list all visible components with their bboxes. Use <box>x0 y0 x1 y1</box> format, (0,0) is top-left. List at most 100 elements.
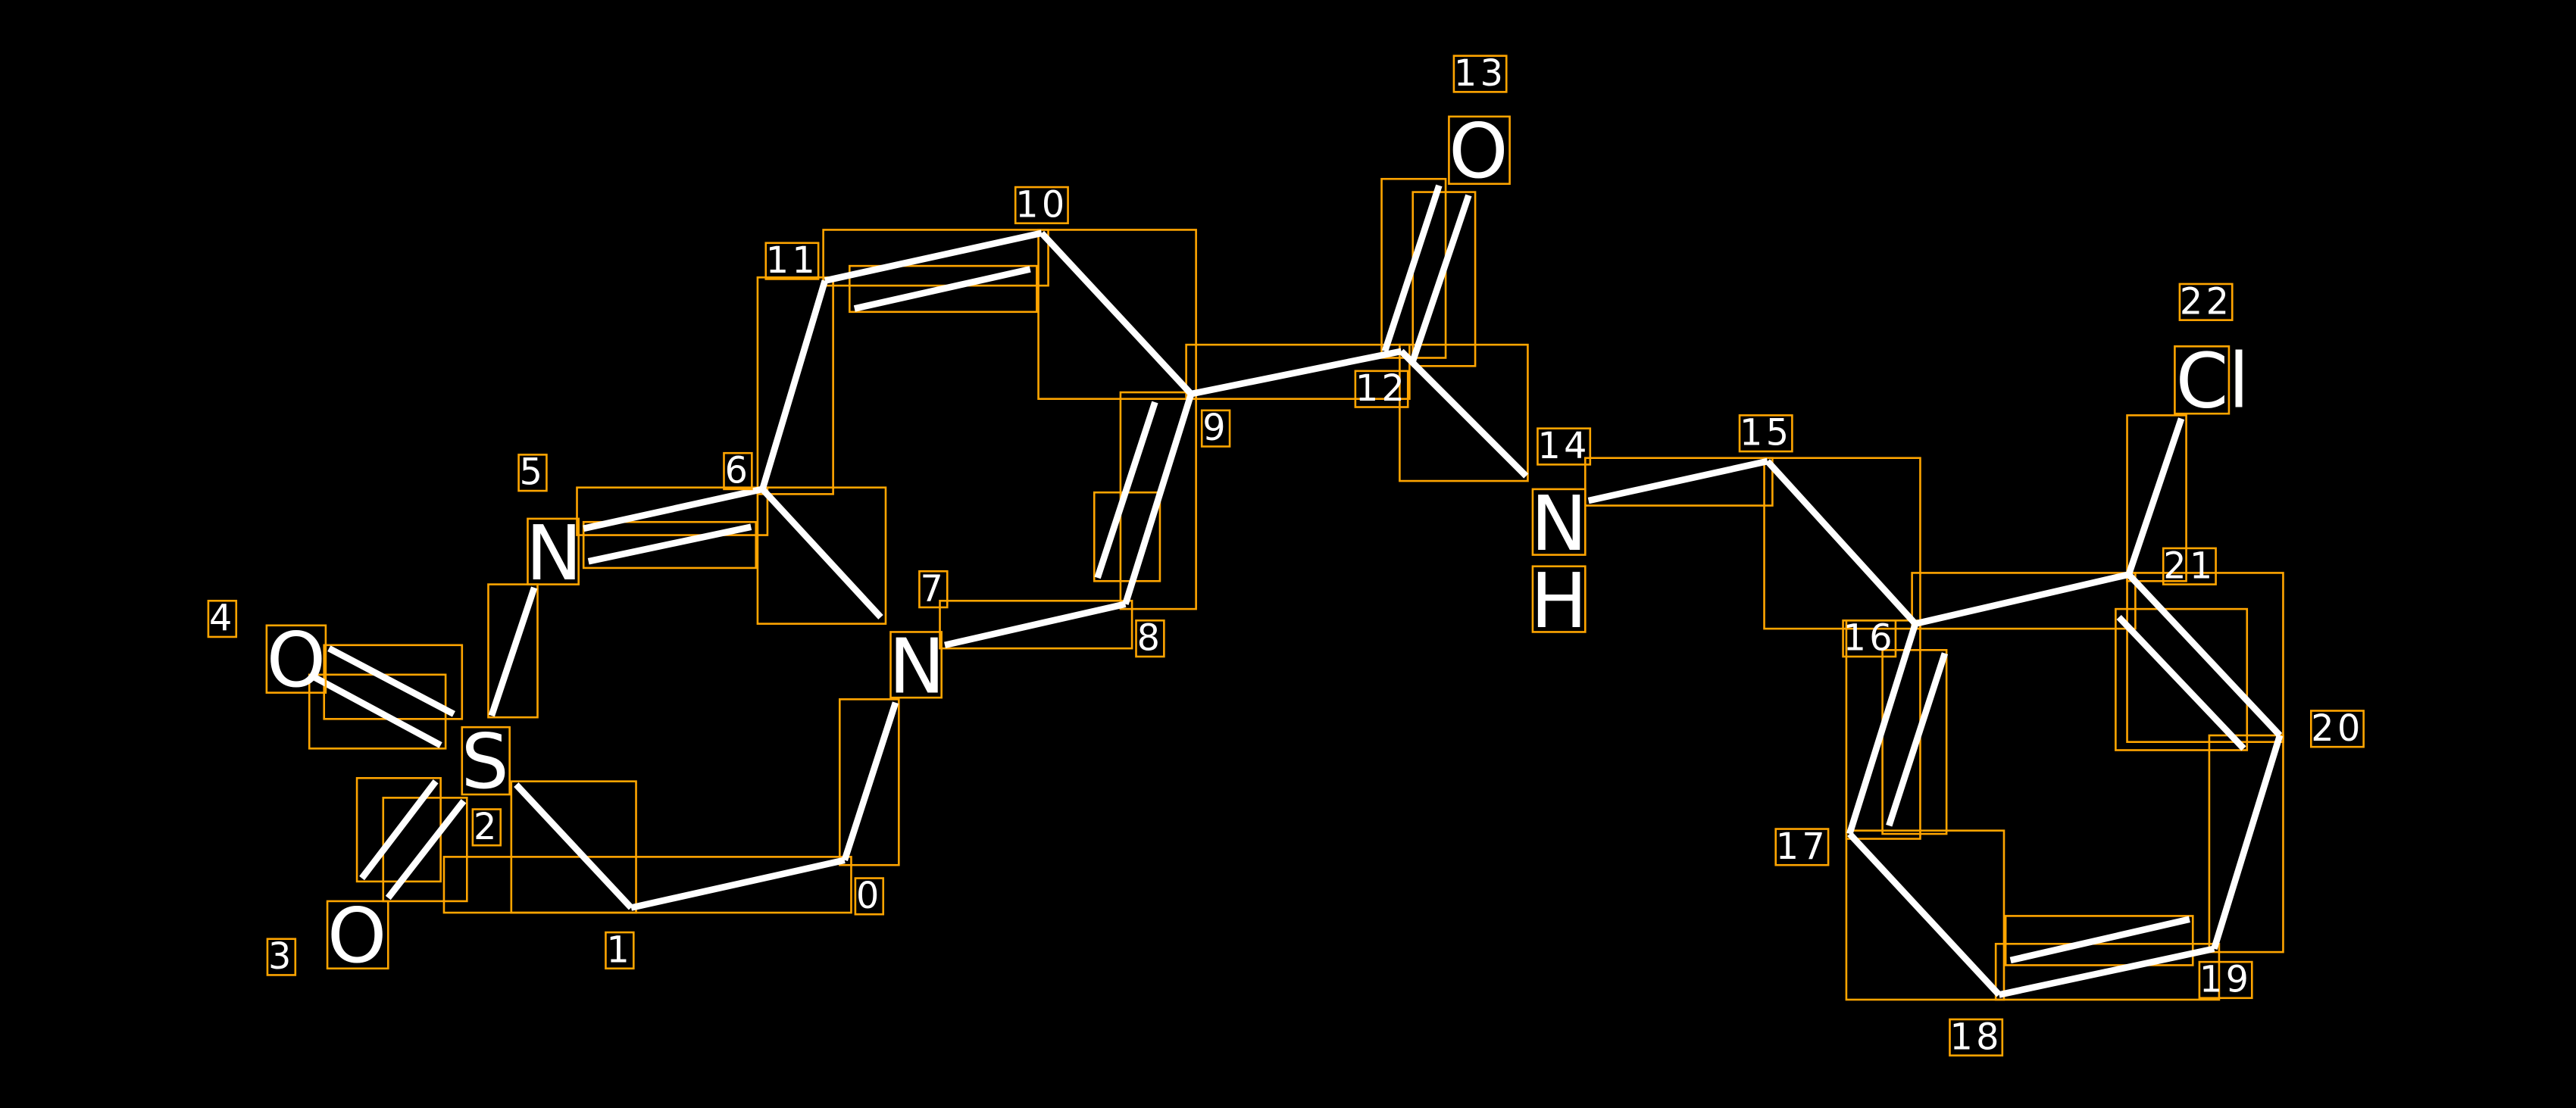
atom-index-box <box>2198 960 2253 1000</box>
atom-index-11: 11 <box>766 240 818 282</box>
atom-index-0: 0 <box>856 875 883 917</box>
bond-box <box>1399 343 1529 482</box>
atom-symbol-14-hydrogen: H <box>1530 557 1587 645</box>
bond-11-10-double <box>853 266 1031 312</box>
atom-symbol-7: N <box>889 622 946 710</box>
atom-index-box <box>918 570 949 609</box>
atom-box <box>461 726 511 796</box>
bond-box <box>939 599 1133 650</box>
bond-14-15 <box>1587 457 1768 504</box>
bond-11-10 <box>824 229 1043 284</box>
bond-box <box>1411 191 1477 367</box>
bond-box <box>510 780 637 914</box>
bond-2-4 <box>327 645 455 717</box>
atom-index-15: 15 <box>1740 413 1792 454</box>
atom-symbol-22: Cl <box>2176 336 2249 425</box>
bond-box <box>1185 343 1411 400</box>
atom-index-box <box>764 242 820 280</box>
atom-box <box>265 624 327 694</box>
bond-12-14 <box>1399 348 1529 479</box>
atom-index-3: 3 <box>268 936 295 978</box>
bond-box <box>1994 942 2221 1001</box>
bond-box <box>487 583 539 719</box>
atom-index-8: 8 <box>1137 618 1164 660</box>
atom-symbols: S O O N N O N H Cl <box>265 107 2249 980</box>
atom-index-box <box>605 931 635 970</box>
atom-index-9: 9 <box>1202 407 1229 449</box>
bond-box <box>849 264 1038 314</box>
bond-box <box>822 229 1049 287</box>
bond-7-0 <box>841 701 899 862</box>
atom-box <box>889 631 943 699</box>
bond-16-17 <box>1846 623 1919 835</box>
bond-5-6 <box>583 485 764 532</box>
bond-18-19 <box>1998 945 2215 998</box>
atom-index-18: 18 <box>1949 1016 2002 1058</box>
atom-index-box <box>2309 710 2365 748</box>
atom-index-22: 22 <box>2180 281 2232 323</box>
bond-2-3-double <box>385 799 467 900</box>
bond-box <box>442 856 852 914</box>
bond-box <box>1584 457 1774 507</box>
atom-index-4: 4 <box>209 598 236 640</box>
bond-box <box>2126 414 2187 582</box>
bond-9-8 <box>1122 392 1195 605</box>
atom-index-7: 7 <box>921 569 947 610</box>
bond-20-21 <box>2126 572 2283 738</box>
bond-12-13 <box>1381 184 1443 353</box>
bond-box <box>1881 648 1948 835</box>
bond-6-11 <box>759 279 828 491</box>
atom-index-17: 17 <box>1776 826 1828 868</box>
bond-box <box>2126 572 2284 743</box>
bond-box <box>576 486 769 536</box>
bond-10-9 <box>1039 230 1194 397</box>
bond-box <box>2004 915 2194 966</box>
atom-box <box>1531 488 1587 556</box>
bond-box <box>582 520 758 570</box>
bond-19-20 <box>2211 734 2284 950</box>
atom-box <box>326 900 389 970</box>
atom-symbol-5: N <box>526 509 583 598</box>
bond-box <box>756 276 834 495</box>
atom-index-box <box>1135 619 1165 658</box>
bond-16-17-double <box>1886 652 1949 827</box>
atom-index-12: 12 <box>1355 368 1408 410</box>
atom-index-box <box>1200 409 1231 448</box>
bond-box <box>838 698 900 866</box>
bond-21-22 <box>2125 417 2185 576</box>
atom-index-box <box>2178 282 2234 321</box>
bond-20-21-double <box>2116 614 2246 751</box>
bond-6-7 <box>760 486 883 620</box>
atom-index-21: 21 <box>2163 545 2215 587</box>
atom-index-box <box>207 599 238 638</box>
atom-symbol-13: O <box>1449 107 1508 195</box>
atom-index-box <box>2162 547 2217 585</box>
bond-8-7 <box>944 601 1127 649</box>
bond-1-2 <box>514 782 634 910</box>
bond-box <box>1845 829 2005 1001</box>
atom-symbol-3: O <box>327 891 386 980</box>
bond-box <box>756 486 887 625</box>
atom-index-16: 16 <box>1843 618 1896 660</box>
atom-index-box <box>1014 186 1069 225</box>
atom-index-box <box>1537 427 1592 466</box>
atom-index-13: 13 <box>1454 53 1506 95</box>
atom-box <box>1448 115 1511 186</box>
bond-12-13-double <box>1409 194 1472 363</box>
atom-index-20: 20 <box>2311 708 2363 750</box>
atom-symbol-4: O <box>267 616 326 704</box>
bond-box <box>2115 607 2249 751</box>
atom-index-2: 2 <box>474 807 500 848</box>
atom-index-14: 14 <box>1537 426 1590 467</box>
atom-index-box <box>1738 414 1793 453</box>
bonds <box>311 184 2284 998</box>
atom-index-1: 1 <box>607 929 633 971</box>
bond-box <box>1037 229 1197 400</box>
atom-index-10: 10 <box>1015 184 1068 226</box>
bond-18-19-double <box>2009 916 2190 964</box>
atom-index-box <box>723 451 753 491</box>
bond-box <box>1911 572 2137 630</box>
